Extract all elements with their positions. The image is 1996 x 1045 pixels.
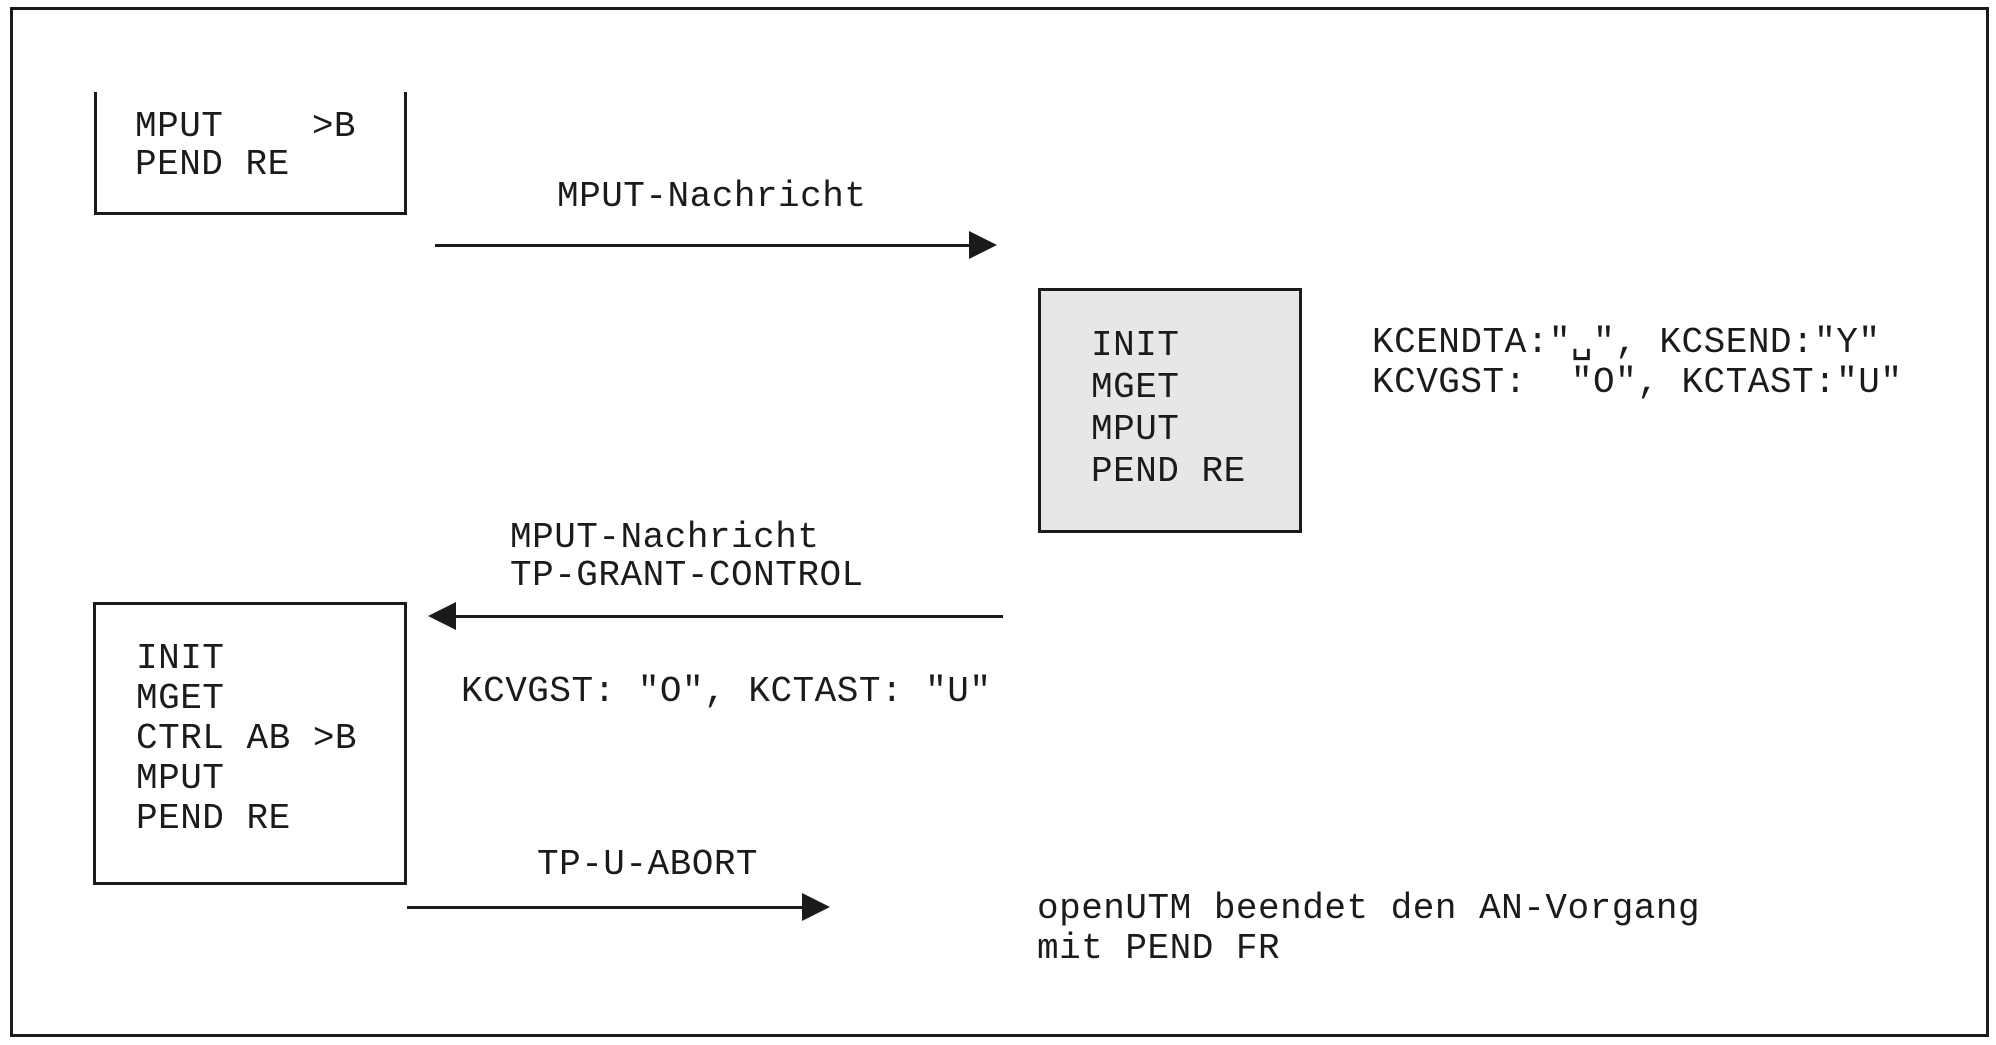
arrow-mput-nachricht-label: MPUT-Nachricht (557, 176, 867, 217)
program-box-first-lines: MPUT >B PEND RE (135, 106, 357, 185)
arrow-line (435, 244, 971, 247)
kc-values-right: KCENDTA:"␣", KCSEND:"Y" KCVGST: "O", KCT… (1372, 322, 1903, 403)
arrowhead-left-icon (428, 602, 456, 630)
kc-values-middle: KCVGST: "O", KCTAST: "U" (461, 671, 992, 712)
program-box-followup-lines: INIT MGET CTRL AB >B MPUT PEND RE (136, 638, 358, 839)
program-box-partner: INIT MGET MPUT PEND RE (1038, 288, 1302, 533)
arrow-tp-grant-control-label: MPUT-Nachricht TP-GRANT-CONTROL (510, 517, 864, 596)
arrow-tp-u-abort-label: TP-U-ABORT (537, 844, 759, 885)
result-note: openUTM beendet den AN-Vorgang mit PEND … (1037, 888, 1701, 969)
arrowhead-right-icon (969, 231, 997, 259)
arrow-line (407, 906, 804, 909)
program-box-partner-lines: INIT MGET MPUT PEND RE (1091, 325, 1246, 492)
program-box-followup: INIT MGET CTRL AB >B MPUT PEND RE (93, 602, 407, 885)
program-box-first: MPUT >B PEND RE (94, 92, 407, 215)
arrow-line (456, 615, 1003, 618)
arrowhead-right-icon (802, 893, 830, 921)
